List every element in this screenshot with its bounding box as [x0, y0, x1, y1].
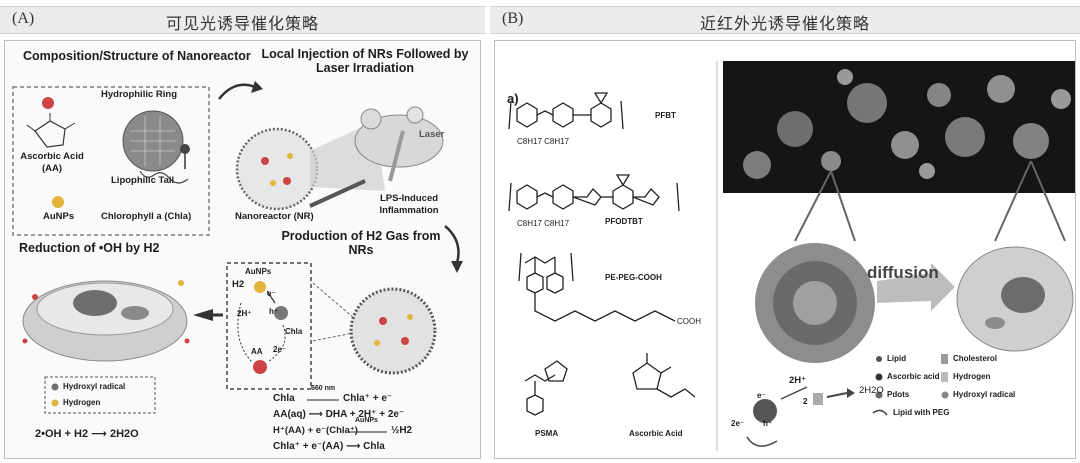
micrograph-particles	[743, 69, 1071, 179]
eq1-right: Chla⁺ + e⁻	[343, 393, 393, 404]
legend-ascorbic: Ascorbic acid	[887, 372, 940, 381]
ring-grid	[130, 116, 177, 166]
legend-hydroxyl-label: Hydroxyl radical	[63, 382, 126, 391]
lipophilic-tail-icon	[139, 170, 189, 184]
aa-ball-icon	[42, 97, 54, 109]
production-title: Production of H2 Gas from NRs	[281, 229, 441, 257]
pdot-small	[753, 399, 777, 423]
nanoreactor-sphere	[235, 127, 319, 211]
composition-title: Composition/Structure of Nanoreactor	[23, 49, 251, 63]
panel-a-title: 可见光诱导催化策略	[165, 16, 319, 33]
pfbt-structure	[508, 92, 624, 130]
cell-legend-box	[44, 376, 156, 414]
h-plus-label: h⁺	[763, 419, 773, 428]
aunps-ball-icon	[52, 196, 64, 208]
inset-aunp	[254, 281, 266, 293]
eq3-right: ½H2	[391, 425, 413, 436]
legend-pdots: Pdots	[887, 390, 910, 399]
hydrogen-marker	[51, 399, 59, 407]
inset-aunps-label: AuNPs	[245, 267, 272, 276]
pfbt-sub: C8H17 C8H17	[517, 137, 570, 146]
label-a: a)	[507, 91, 519, 106]
pe-peg-structure	[518, 252, 676, 322]
inset-chla-center	[274, 306, 288, 320]
ascorbic-acid-label: Ascorbic Acid (AA)	[20, 151, 84, 174]
inset-aa-label: AA	[251, 347, 263, 356]
nucleus-icon	[73, 290, 117, 316]
composition-box	[12, 86, 210, 236]
arrow-to-cell	[193, 309, 213, 321]
lps-label: LPS-Induced Inflammation	[379, 193, 439, 216]
bottom-equation: 2•OH + H2 ⟶ 2H2O	[35, 428, 139, 440]
eq1-left: Chla	[273, 393, 295, 404]
ascorbic-label: Ascorbic Acid	[629, 429, 683, 438]
cooh-label: COOH	[677, 317, 701, 326]
inset-2e-label: 2e⁻	[273, 345, 287, 354]
reduction-title: Reduction of •OH by H2	[19, 241, 160, 255]
ascorbic-structure	[632, 353, 696, 398]
pfodtbt-label: PFODTBT	[605, 217, 643, 226]
eq2: AA(aq) ⟶ DHA + 2H⁺ + 2e⁻	[273, 409, 405, 420]
inset-e-label: e⁻	[267, 289, 276, 298]
panel-b-drawing	[508, 61, 1075, 451]
hydrophilic-ring-label: Hydrophilic Ring	[101, 89, 177, 100]
h2o-label: 2H2O	[859, 385, 884, 396]
inset-h2-label: H2	[232, 279, 245, 290]
pfodtbt-sub: C8H17 C8H17	[517, 219, 570, 228]
e-minus-label: e⁻	[757, 391, 766, 400]
aunps-label: AuNPs	[43, 211, 75, 222]
arrow-to-production	[444, 225, 460, 264]
eq3-condition: AuNPs	[355, 417, 378, 424]
inset-h-label: h⁺	[269, 307, 279, 316]
eq1-condition: 660 nm	[311, 385, 336, 392]
legend-hydrogen-label: Hydrogen	[63, 398, 101, 407]
two-label: 2	[803, 397, 808, 406]
laser-beam	[388, 130, 405, 182]
panel-a: (A) 可见光诱导催化策略	[0, 0, 485, 463]
two-e-label: 2e⁻	[731, 419, 745, 428]
pfbt-label: PFBT	[655, 111, 676, 120]
cholesterol-small	[813, 393, 823, 405]
syringe-icon	[309, 179, 366, 208]
legend-hydrogen: Hydrogen	[953, 372, 991, 381]
inset-2h-label: 2H⁺	[237, 309, 252, 318]
legend-hydroxyl: Hydroxyl radical	[953, 390, 1016, 399]
inset-aa	[253, 360, 267, 374]
aa-structure-icon	[34, 120, 66, 148]
eq4: Chla⁺ + e⁻(AA) ⟶ Chla	[273, 441, 385, 452]
lipophilic-tail-label: Lipophilic Tail	[111, 175, 175, 186]
eq3-left: H⁺(AA) + e⁻(Chla⁺)	[273, 425, 358, 436]
chlorophyll-label: Chlorophyll a (Chla)	[101, 211, 192, 222]
arrow-to-injection	[218, 83, 256, 100]
legend-cholesterol: Cholesterol	[953, 354, 998, 363]
nanoreactor-label: Nanoreactor (NR)	[235, 211, 314, 222]
psma-structure	[524, 360, 568, 416]
laser-label: Laser	[419, 129, 445, 140]
hydroxyl-marker	[51, 383, 59, 391]
panel-b-title: 近红外光诱导催化策略	[699, 16, 870, 33]
panel-a-header: (A) 可见光诱导催化策略	[0, 6, 485, 34]
panel-a-figure: Composition/Structure of Nanoreactor Hyd…	[4, 40, 481, 459]
diffusion-arrow	[877, 263, 955, 311]
panel-a-drawing	[12, 81, 463, 433]
psma-label: PSMA	[535, 429, 559, 438]
panel-b: (B) 近红外光诱导催化策略	[490, 0, 1080, 463]
mechanism-inset	[226, 262, 312, 390]
panel-b-figure: a) PFBT C8H17 C8H17 PFODTBT C8H17 C8H17 …	[494, 40, 1076, 459]
panel-b-header: (B) 近红外光诱导催化策略	[490, 6, 1080, 34]
production-sphere	[349, 287, 437, 375]
injection-title: Local Injection of NRs Followed by Laser…	[261, 47, 469, 75]
diffusion-label: diffusion	[867, 263, 939, 282]
legend-markers	[872, 354, 949, 416]
chla-pin-icon	[180, 144, 190, 154]
inset-chla-label: Chla	[285, 327, 303, 336]
pfodtbt-structure	[508, 174, 680, 212]
panel-b-tag: (B)	[502, 10, 524, 27]
legend-lipid: Lipid	[887, 354, 907, 363]
legend-lipid-peg: Lipid with PEG	[893, 408, 950, 417]
panel-a-tag: (A)	[12, 10, 35, 27]
two-h-label: 2H⁺	[789, 375, 807, 386]
pe-peg-label: PE-PEG-COOH	[605, 273, 662, 282]
